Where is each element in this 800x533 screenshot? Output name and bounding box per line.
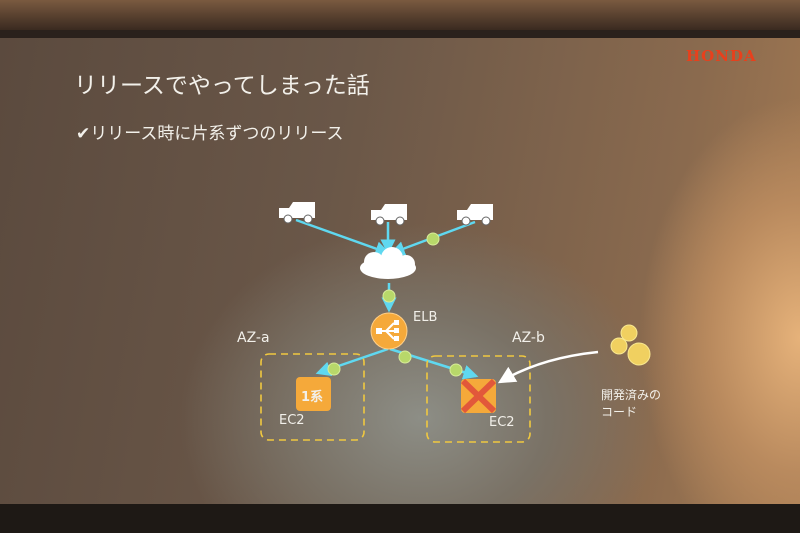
az-b-box xyxy=(426,355,531,443)
ec2-a-icon xyxy=(296,377,331,411)
ceiling xyxy=(0,0,800,30)
elb-icon xyxy=(370,312,408,350)
cloud-icon xyxy=(360,247,416,279)
az-a-label: AZ-a xyxy=(237,330,270,346)
elb-label: ELB xyxy=(413,310,438,325)
cross-icon xyxy=(460,378,497,414)
az-a-box xyxy=(260,353,365,441)
gears-icon xyxy=(610,324,651,366)
deploy-arrow xyxy=(497,350,599,384)
link-car1-cloud xyxy=(295,218,391,256)
car-icon xyxy=(279,202,315,224)
ec2-a-badge: 1系 xyxy=(301,390,324,405)
slide-title: リリースでやってしまった話 xyxy=(74,73,370,99)
ec2-a-label: EC2 xyxy=(279,413,305,428)
az-b-label: AZ-b xyxy=(512,330,545,346)
honda-logo: HONDA xyxy=(686,47,757,65)
car-icon xyxy=(457,204,493,226)
code-label-line1: 開発済みの xyxy=(601,388,662,402)
ec2-b-label: EC2 xyxy=(489,415,515,430)
car-icon xyxy=(371,204,407,226)
code-label-line2: コード xyxy=(601,405,638,419)
slide-bullet: ✔リリース時に片系ずつのリリース xyxy=(76,124,344,144)
screen-bottom xyxy=(0,504,800,533)
packet-dots xyxy=(327,232,463,377)
